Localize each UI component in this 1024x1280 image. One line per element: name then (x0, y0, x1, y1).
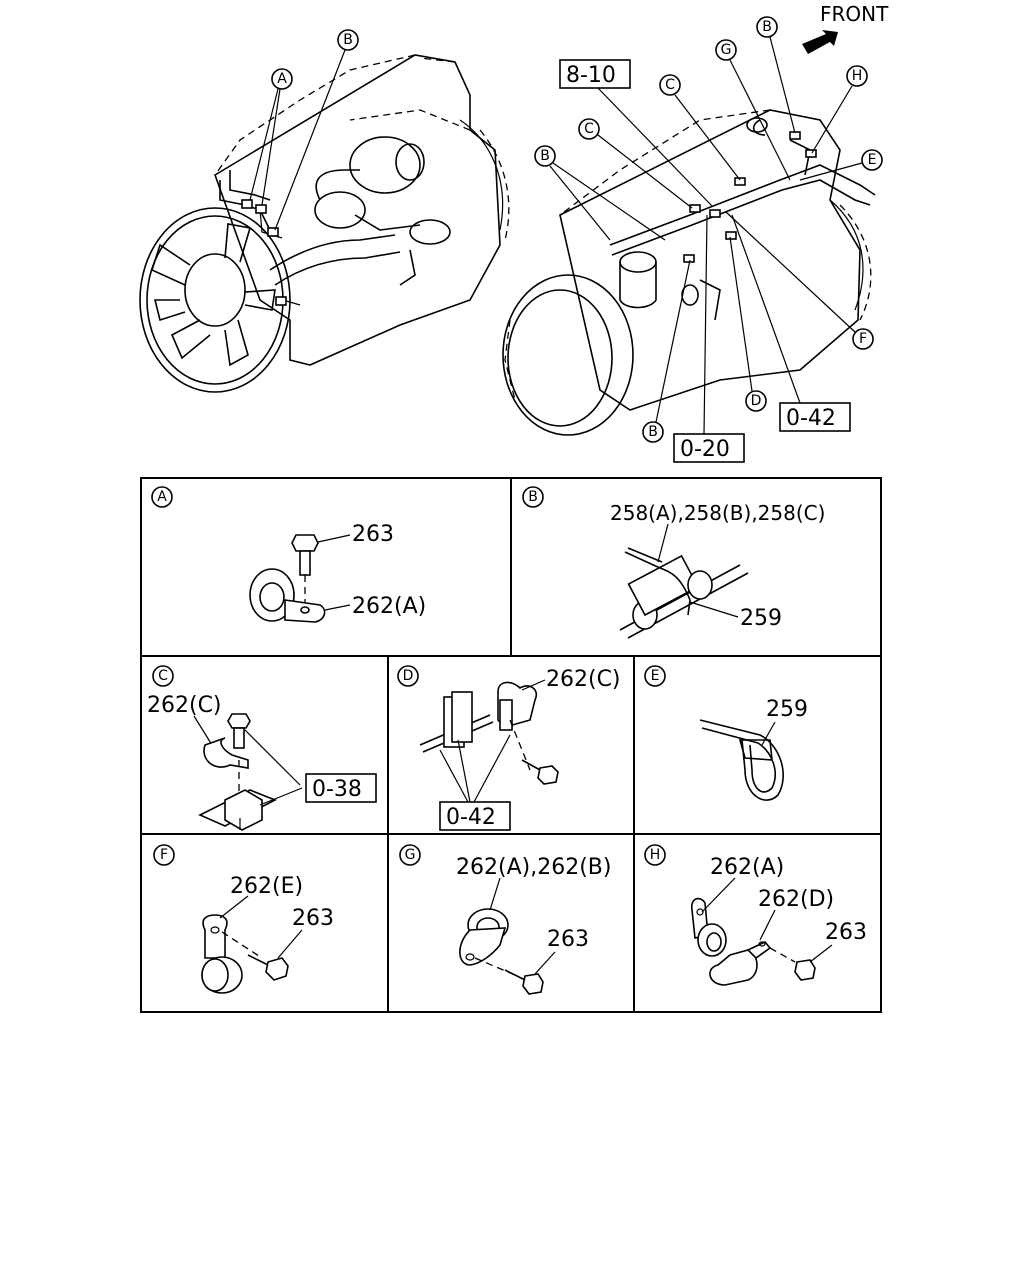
detail-panels-grid (140, 477, 882, 1013)
front-arrow-icon (802, 30, 838, 54)
svg-text:B: B (762, 19, 772, 35)
panel-H: H 262(A) 262(D) 263 (644, 844, 867, 986)
svg-text:H: H (650, 847, 661, 863)
svg-text:0-42: 0-42 (786, 406, 836, 431)
callout-C-upper: C (659, 74, 741, 181)
svg-text:H: H (852, 68, 863, 84)
part-259-e: 259 (766, 697, 808, 722)
panel-A: A 263 262(A) (151, 486, 426, 623)
svg-text:C: C (665, 77, 675, 93)
svg-text:G: G (405, 847, 416, 863)
left-engine-illustration (139, 54, 510, 393)
callout-E: E (799, 149, 883, 181)
bolt-icon (291, 534, 319, 576)
ref-box-8-10: 8-10 (559, 59, 713, 207)
part-262E: 262(E) (230, 874, 303, 899)
svg-text:0-38: 0-38 (312, 777, 362, 802)
panel-D: D 262(C) 0-42 (397, 665, 621, 831)
ref-box-0-20: 0-20 (673, 214, 745, 463)
ref-box-0-42-top: 0-42 (731, 214, 851, 432)
callout-H: H (811, 65, 868, 154)
part-263-f: 263 (292, 906, 334, 931)
callout-B-left: B (274, 29, 359, 231)
callout-F: F (725, 211, 874, 350)
svg-text:D: D (403, 668, 414, 684)
callout-B-right-top: B (756, 16, 796, 134)
ref-box-0-38 (305, 773, 377, 803)
part-262A: 262(A) (352, 594, 426, 619)
svg-text:D: D (751, 393, 762, 409)
svg-text:F: F (160, 847, 168, 863)
part-262D: 262(D) (758, 887, 834, 912)
svg-text:E: E (868, 152, 877, 168)
part-262C: 262(C) (147, 693, 222, 718)
svg-text:A: A (277, 71, 287, 87)
part-263: 263 (352, 522, 394, 547)
svg-text:C: C (158, 668, 168, 684)
part-259: 259 (740, 606, 782, 631)
svg-text:B: B (343, 32, 353, 48)
svg-text:B: B (540, 148, 550, 164)
svg-text:B: B (528, 489, 538, 505)
right-engine-illustration (502, 109, 876, 436)
ref-box-0-42-d (439, 801, 511, 831)
panel-F: F 262(E) 263 (153, 844, 334, 994)
svg-text:0-42: 0-42 (446, 805, 496, 830)
front-label: FRONT (820, 2, 889, 26)
callout-B-right-bottom: B (642, 259, 691, 443)
part-263-h: 263 (825, 920, 867, 945)
callout-A-left: A (249, 68, 293, 206)
callout-D: D (729, 236, 767, 412)
part-258-abc: 258(A),258(B),258(C) (610, 501, 825, 525)
svg-text:C: C (584, 121, 594, 137)
panel-E: E 259 (644, 665, 808, 801)
svg-text:B: B (648, 424, 658, 440)
svg-text:8-10: 8-10 (566, 63, 616, 88)
part-262AB: 262(A),262(B) (456, 855, 611, 880)
part-262C-d: 262(C) (546, 667, 621, 692)
svg-text:G: G (721, 42, 732, 58)
callout-G: G (715, 39, 791, 181)
svg-text:A: A (157, 489, 167, 505)
panel-C: C 262(C) 0-38 (147, 665, 377, 831)
callout-C-lower: C (578, 118, 693, 209)
part-263-g: 263 (547, 927, 589, 952)
svg-text:E: E (651, 668, 660, 684)
clamp-262A-icon (249, 568, 326, 623)
part-262A-h: 262(A) (710, 855, 784, 880)
callout-B-right-left: B (534, 145, 666, 241)
panel-G: G 262(A),262(B) 263 (399, 844, 611, 995)
svg-text:F: F (859, 331, 867, 347)
svg-text:0-20: 0-20 (680, 437, 730, 462)
panel-B: B 258(A),258(B),258(C) 259 (522, 486, 825, 639)
